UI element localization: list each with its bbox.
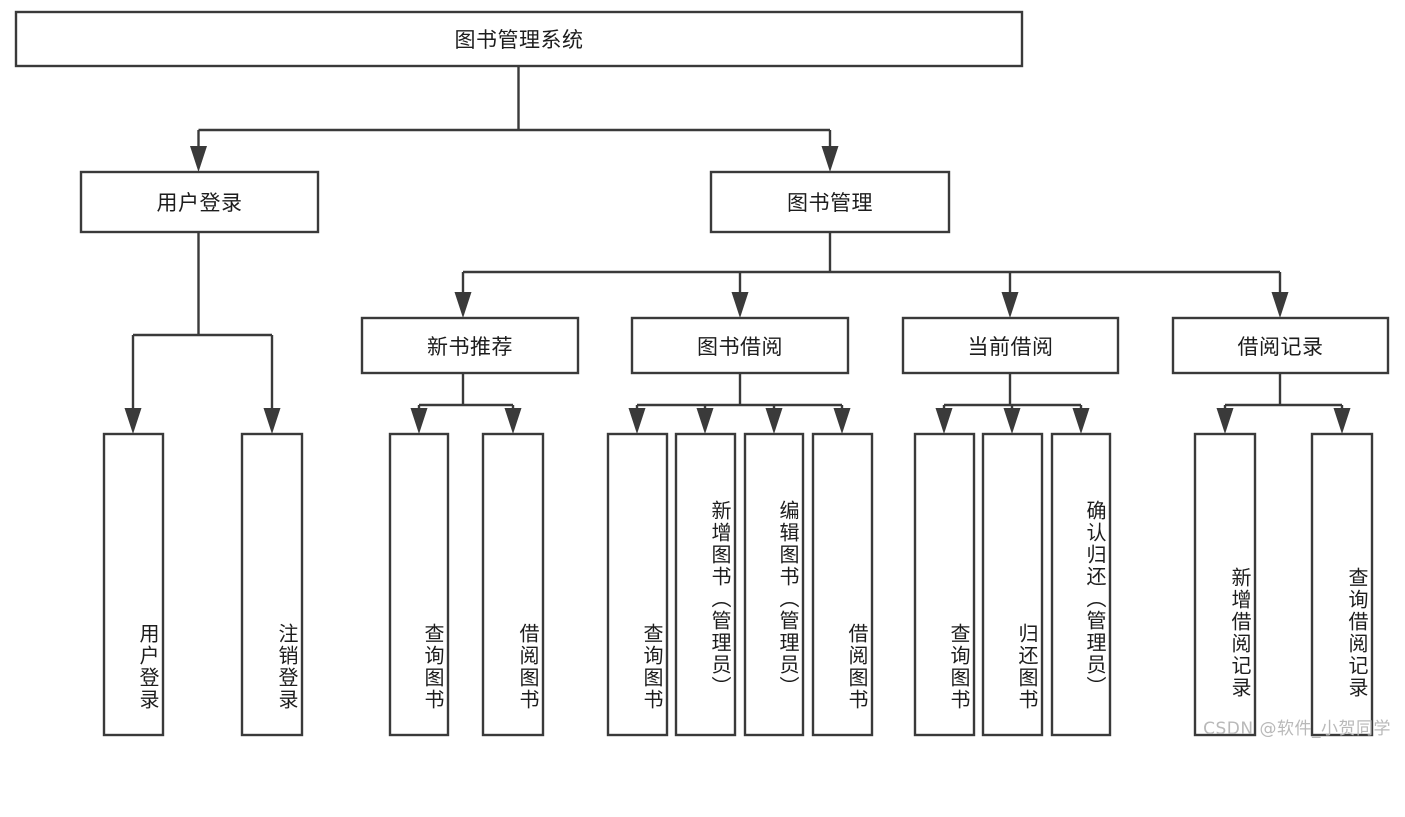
connector-borrowrecord-to-leaves (1216, 373, 1351, 434)
node-box-current-borrow[interactable] (901, 316, 1120, 375)
node-box-book-borrow[interactable] (630, 316, 850, 375)
connector-root-to-level2 (190, 65, 839, 172)
arrow-head-icon (731, 292, 749, 318)
arrow-head-icon (628, 408, 646, 434)
arrow-head-icon (696, 408, 714, 434)
tree-diagram-svg (14, 10, 1390, 737)
node-box-leaf-confirm-return[interactable] (1050, 432, 1112, 737)
node-box-leaf-user-logout[interactable] (240, 432, 304, 737)
node-box-user-login[interactable] (79, 170, 320, 234)
node-box-leaf-query-book-2[interactable] (606, 432, 669, 737)
arrow-head-icon (1001, 292, 1019, 318)
node-box-leaf-add-book[interactable] (674, 432, 737, 737)
arrow-head-icon (935, 408, 953, 434)
node-box-book-management[interactable] (709, 170, 951, 234)
arrow-head-icon (1216, 408, 1234, 434)
node-box-leaf-borrow-book-1[interactable] (481, 432, 545, 737)
arrow-head-icon (1333, 408, 1351, 434)
node-box-leaf-user-login[interactable] (102, 432, 165, 737)
arrow-head-icon (263, 408, 281, 434)
arrow-head-icon (504, 408, 522, 434)
arrow-head-icon (190, 146, 207, 172)
node-box-root[interactable] (14, 10, 1024, 68)
connector-userlogin-to-leaves (124, 232, 281, 434)
arrow-head-icon (833, 408, 851, 434)
node-box-new-book-recommend[interactable] (360, 316, 580, 375)
arrow-head-icon (821, 146, 839, 172)
node-box-leaf-query-record[interactable] (1310, 432, 1374, 737)
node-box-leaf-edit-book[interactable] (743, 432, 805, 737)
connector-newbook-to-leaves (410, 373, 522, 434)
node-box-borrow-record[interactable] (1171, 316, 1390, 375)
connector-bookborrow-to-leaves (628, 373, 851, 434)
arrow-head-icon (454, 292, 472, 318)
connector-currentborrow-to-leaves (935, 373, 1090, 434)
node-box-leaf-query-book-1[interactable] (388, 432, 450, 737)
node-box-leaf-return-book[interactable] (981, 432, 1044, 737)
node-box-leaf-query-book-3[interactable] (913, 432, 976, 737)
arrow-head-icon (1271, 292, 1289, 318)
node-box-leaf-borrow-book-2[interactable] (811, 432, 874, 737)
arrow-head-icon (124, 408, 142, 434)
arrow-head-icon (410, 408, 428, 434)
arrow-head-icon (765, 408, 783, 434)
node-box-leaf-add-record[interactable] (1193, 432, 1257, 737)
diagram-canvas: 图书管理系统 用户登录 图书管理 新书推荐 图书借阅 当前借阅 借阅记录 用户登… (14, 10, 1391, 739)
arrow-head-icon (1003, 408, 1021, 434)
watermark-text: CSDN @软件_小贺同学 (1203, 719, 1391, 739)
arrow-head-icon (1072, 408, 1090, 434)
connector-bookmgmt-to-level3 (454, 232, 1289, 318)
